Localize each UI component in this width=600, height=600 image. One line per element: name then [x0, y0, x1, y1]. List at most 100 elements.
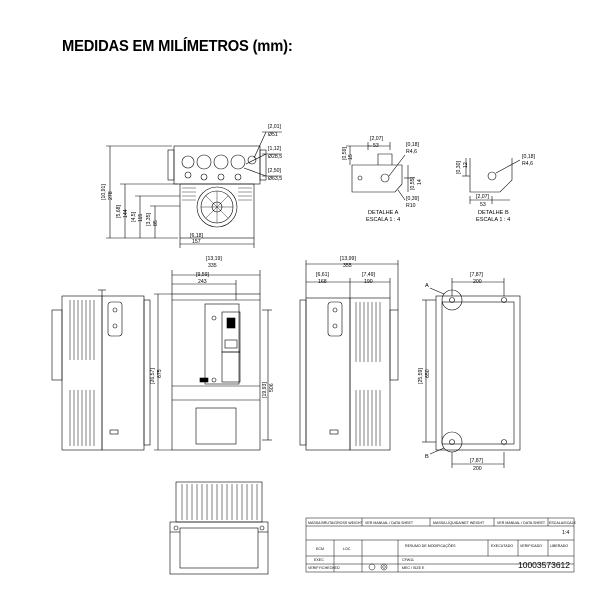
tb-gross-weight: MASSA BRUTA/GROSS WEIGHT	[308, 521, 363, 525]
dim-top-d2b: Ø28,5	[268, 154, 282, 160]
page-title: MEDIDAS EM MILÍMETROS (mm):	[62, 38, 293, 55]
tb-loc: LOC	[343, 547, 351, 551]
mounting-hole-icon	[380, 173, 390, 183]
tb-verify: VERIFY/CHECKED	[308, 566, 340, 570]
dim-side-w2: [6,61]	[316, 272, 330, 278]
tb-ecm: ECM	[316, 547, 324, 551]
dim-top-d3b: Ø63,5	[268, 176, 282, 182]
tb-scale-label: ESCALA/SCALE	[549, 521, 577, 525]
tb-released: LIBERADO	[550, 544, 568, 548]
dim-a5: [0,39]	[406, 196, 420, 202]
tb-net-value: VER MANUAL / DATA SHEET	[497, 521, 546, 525]
marker-b: B	[425, 454, 429, 460]
detail-b-scale: ESCALA 1 : 4	[476, 217, 510, 223]
dim-b3: [2,07]	[476, 194, 490, 200]
dim-top-h1: [6,18]	[190, 233, 204, 239]
dim-a5b: R10	[406, 203, 416, 209]
dim-a2b: 53	[373, 143, 379, 149]
dim-side-w1: [13,99]	[340, 256, 356, 262]
dim-rear-t1b: 200	[473, 279, 482, 285]
dim-a3: [0,18]	[406, 142, 420, 148]
dim-top-d1b: Ø51	[268, 132, 278, 138]
cable-hole-icon	[217, 173, 225, 181]
dim-b2: [0,30]	[456, 160, 462, 174]
top-view	[106, 131, 282, 248]
bottom-view	[169, 481, 269, 575]
tb-executed: EXECUTADO	[491, 544, 513, 548]
detail-a-outline	[351, 164, 403, 193]
cable-hole-icon	[230, 154, 246, 170]
dim-top-d3: [2,50]	[268, 168, 282, 174]
dim-top-v1: [10,91]	[101, 184, 107, 200]
cable-hole-icon	[184, 171, 192, 179]
dim-a3b: R4,6	[406, 149, 417, 155]
tb-checked: VERIFICADO	[520, 544, 542, 548]
cable-hole-icon	[181, 155, 195, 169]
dim-front-w2: [9,59]	[196, 272, 210, 278]
tb-model: MEC / SIZE E	[402, 566, 425, 570]
bottom-cover	[195, 407, 237, 445]
tb-scale-value: 1:4	[562, 530, 569, 536]
detail-a-scale: ESCALA 1 : 4	[366, 217, 400, 223]
bottom-view-body	[169, 521, 269, 575]
dim-rear-h1b: 650	[425, 369, 431, 378]
dim-top-d1: [2,01]	[268, 124, 282, 130]
tb-modifications: RESUMO DE MODIFICAÇÕES	[405, 543, 456, 548]
top-view-upper-body	[173, 145, 261, 185]
rear-plate	[435, 295, 521, 451]
detail-a-label: DETALHE A	[368, 210, 399, 216]
dim-front-h2: [19,93]	[262, 382, 268, 398]
cable-hole-icon	[213, 154, 229, 170]
dim-rear-b1: [7,87]	[470, 458, 484, 464]
dim-top-v1b: 278	[108, 191, 114, 200]
dim-b1: [0,18]	[522, 154, 536, 160]
projection-symbol-icon	[368, 563, 376, 571]
dim-side-w1b: 355	[343, 263, 352, 269]
top-view-fan-housing	[179, 183, 255, 239]
front-view-body	[171, 293, 261, 451]
detail-b-outline	[469, 158, 513, 193]
dim-top-v3: [4,5]	[131, 211, 137, 222]
bottom-view-heatsink	[175, 481, 263, 523]
dim-a1: [0,59]	[342, 146, 348, 160]
marker-a: A	[425, 283, 429, 289]
cable-hole-icon	[196, 154, 212, 170]
dim-front-w2b: 243	[198, 279, 207, 285]
dim-top-v2: [5,68]	[116, 204, 122, 218]
dim-front-h1b: 675	[157, 369, 163, 378]
tb-net-weight: MASSA LÍQUIDA/NET WEIGHT	[433, 521, 485, 525]
dim-front-w1b: 335	[208, 263, 217, 269]
dim-top-h1b: 157	[192, 239, 201, 245]
dim-top-d2: [1,12]	[268, 146, 282, 152]
dim-top-v3b: 115	[138, 214, 144, 222]
dim-b1b: R4,6	[522, 161, 533, 167]
left-side-view	[51, 289, 151, 451]
dim-b2b: 12	[463, 162, 469, 168]
tb-exec: EXEC	[314, 558, 324, 562]
tb-product: CFW11	[402, 558, 414, 562]
tb-gross-value: VER MANUAL / DATA SHEET	[365, 521, 414, 525]
dim-side-w3b: 190	[364, 279, 373, 285]
detail-b-circle	[441, 431, 463, 453]
dim-top-v4b: 85	[153, 220, 159, 226]
tb-doc-number: 10003573612	[518, 560, 570, 570]
mounting-hole-icon	[487, 171, 497, 181]
detail-b-label: DETALHE B	[478, 210, 509, 216]
dim-top-v4: [3,35]	[146, 212, 152, 226]
dim-side-w3: [7,49]	[362, 272, 376, 278]
dim-a2: [2,07]	[370, 136, 384, 142]
dim-side-w2b: 168	[318, 279, 327, 285]
detail-a	[346, 142, 414, 201]
front-view	[154, 270, 272, 451]
dim-front-h1: [26,57]	[150, 368, 156, 384]
dim-a4b: 14	[417, 179, 423, 185]
right-side-view	[299, 260, 399, 451]
dim-a1b: 15	[348, 154, 354, 160]
fan-icon	[196, 186, 238, 228]
dim-a4: [0,55]	[410, 176, 416, 190]
cable-hole-icon	[247, 155, 257, 165]
title-block-frame	[305, 517, 575, 573]
detail-b	[462, 158, 521, 204]
dim-front-h2b: 506	[269, 383, 275, 392]
